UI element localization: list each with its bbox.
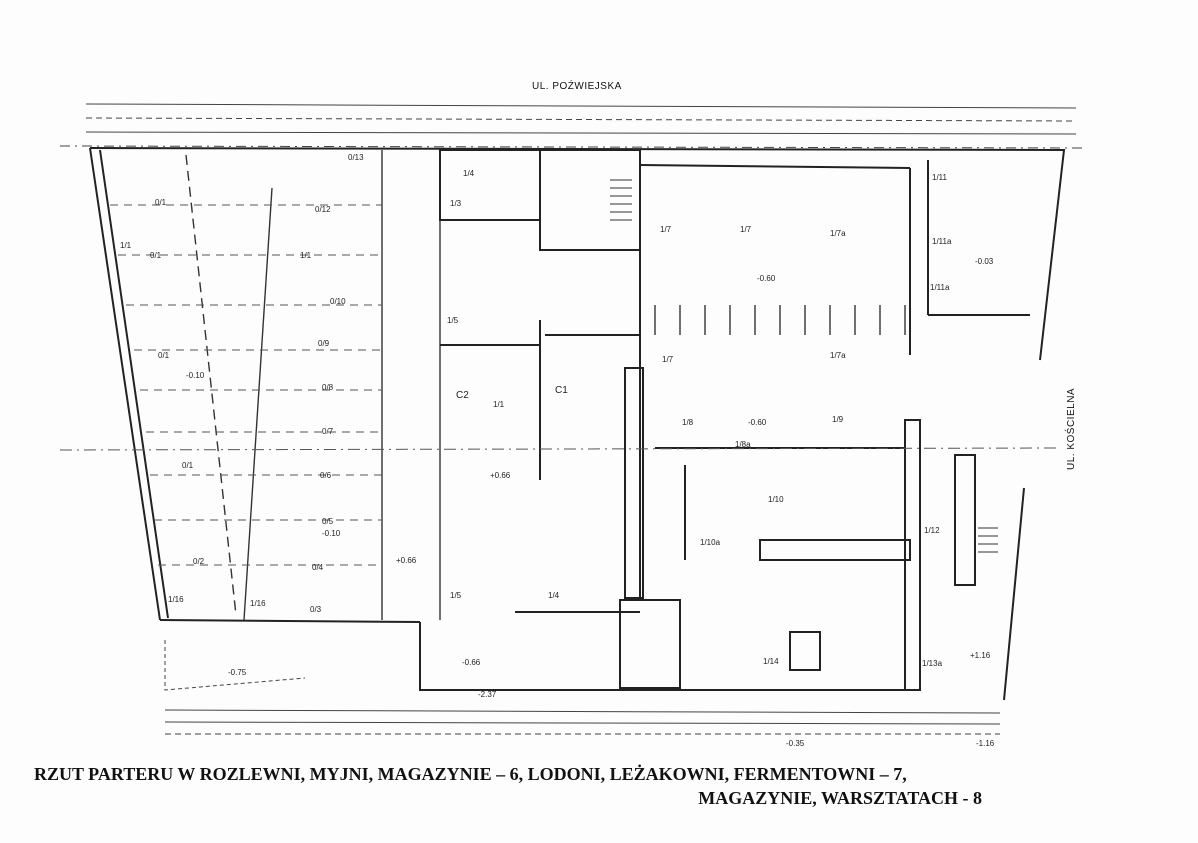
street-label-top: UL. POŹWIEJSKA	[532, 79, 622, 92]
caption-line-2: MAGAZYNIE, WARSZTATACH - 8	[698, 788, 982, 808]
room-label: 1/13a	[922, 659, 943, 668]
level-mark: -0.35	[786, 739, 805, 748]
room-label: 1/10a	[700, 538, 721, 547]
level-mark: +0.66	[396, 556, 417, 565]
room-label: 1/7	[662, 355, 674, 364]
room-label: 1/7a	[830, 351, 846, 360]
top-dimension-lines	[59, 103, 1086, 149]
level-marks: -0.10 -0.60 -0.60 +0.66 +0.66 -0.66 -0.7…	[186, 257, 995, 748]
room-label: 1/1	[300, 251, 312, 260]
room-label: 0/12	[315, 205, 331, 214]
room-label: 1/16	[168, 595, 184, 604]
bottom-dimension-lines	[164, 709, 1001, 735]
level-mark: +0.66	[490, 471, 511, 480]
room-label: 0/1	[182, 461, 194, 470]
room-label: 1/9	[832, 415, 844, 424]
room-label: 1/10	[768, 495, 784, 504]
room-label: 1/8	[682, 418, 694, 427]
room-label: 0/3	[310, 605, 322, 614]
room-label: 0/1	[150, 251, 162, 260]
room-label: 1/11a	[932, 237, 952, 246]
stair-hatch	[610, 179, 998, 553]
room-label: 1/7	[660, 225, 672, 234]
room-label: 0/2	[193, 557, 205, 566]
room-label: 1/8a	[735, 440, 751, 449]
level-mark: -1.16	[976, 739, 995, 748]
level-mark: -0.75	[228, 668, 247, 677]
room-label: 1/4	[463, 169, 475, 178]
room-label: 1/5	[450, 591, 462, 600]
room-label: 1/3	[450, 199, 462, 208]
room-label: 1/12	[924, 526, 940, 535]
level-mark: -0.60	[757, 274, 776, 283]
caption-line-1: RZUT PARTERU W ROZLEWNI, MYJNI, MAGAZYNI…	[34, 764, 907, 784]
room-label: 0/6	[320, 471, 332, 480]
level-mark: -2.37	[478, 690, 497, 699]
room-label: 0/13	[348, 153, 364, 162]
ramp-outline	[164, 640, 306, 691]
level-mark: -0.66	[462, 658, 481, 667]
left-wing-walls	[185, 150, 441, 621]
room-label: 1/4	[548, 591, 560, 600]
room-label: 0/4	[312, 563, 324, 572]
room-label: 0/1	[155, 198, 167, 207]
left-wing-hatch-lines	[110, 204, 382, 566]
room-label: 1/11	[932, 173, 948, 182]
room-label: 0/5	[322, 517, 334, 526]
street-label-right: UL. KOŚCIELNA	[1064, 388, 1077, 470]
room-label: 1/7	[740, 225, 752, 234]
room-label: 0/1	[158, 351, 170, 360]
floor-plan: UL. POŹWIEJSKA UL. KOŚCIELNA	[59, 79, 1086, 748]
central-walls	[439, 149, 681, 689]
room-label: 0/7	[322, 427, 334, 436]
right-halls	[639, 160, 1030, 691]
room-label: 1/1	[493, 400, 505, 409]
room-label: 0/8	[322, 383, 334, 392]
level-mark: -0.60	[748, 418, 767, 427]
level-mark: -0.10	[322, 529, 341, 538]
room-label: 1/5	[447, 316, 459, 325]
room-label: 1/14	[763, 657, 779, 666]
room-labels: 0/1 0/12 0/1 1/1 0/10 0/9 0/8 0/7 0/6 0/…	[120, 153, 952, 668]
room-label: 1/16	[250, 599, 266, 608]
level-mark: -0.10	[186, 371, 205, 380]
room-label: 1/7a	[830, 229, 846, 238]
level-mark: -0.03	[975, 257, 994, 266]
axis-line	[59, 447, 1061, 451]
level-mark: +1.16	[970, 651, 991, 660]
room-label: 0/10	[330, 297, 346, 306]
room-label: 1/11a	[930, 283, 950, 292]
room-label: 0/9	[318, 339, 330, 348]
room-label: 1/1	[120, 241, 132, 250]
room-label: C2	[456, 390, 469, 401]
building-outline	[89, 147, 1066, 701]
bay-ticks	[654, 305, 906, 335]
room-label: C1	[555, 385, 568, 396]
